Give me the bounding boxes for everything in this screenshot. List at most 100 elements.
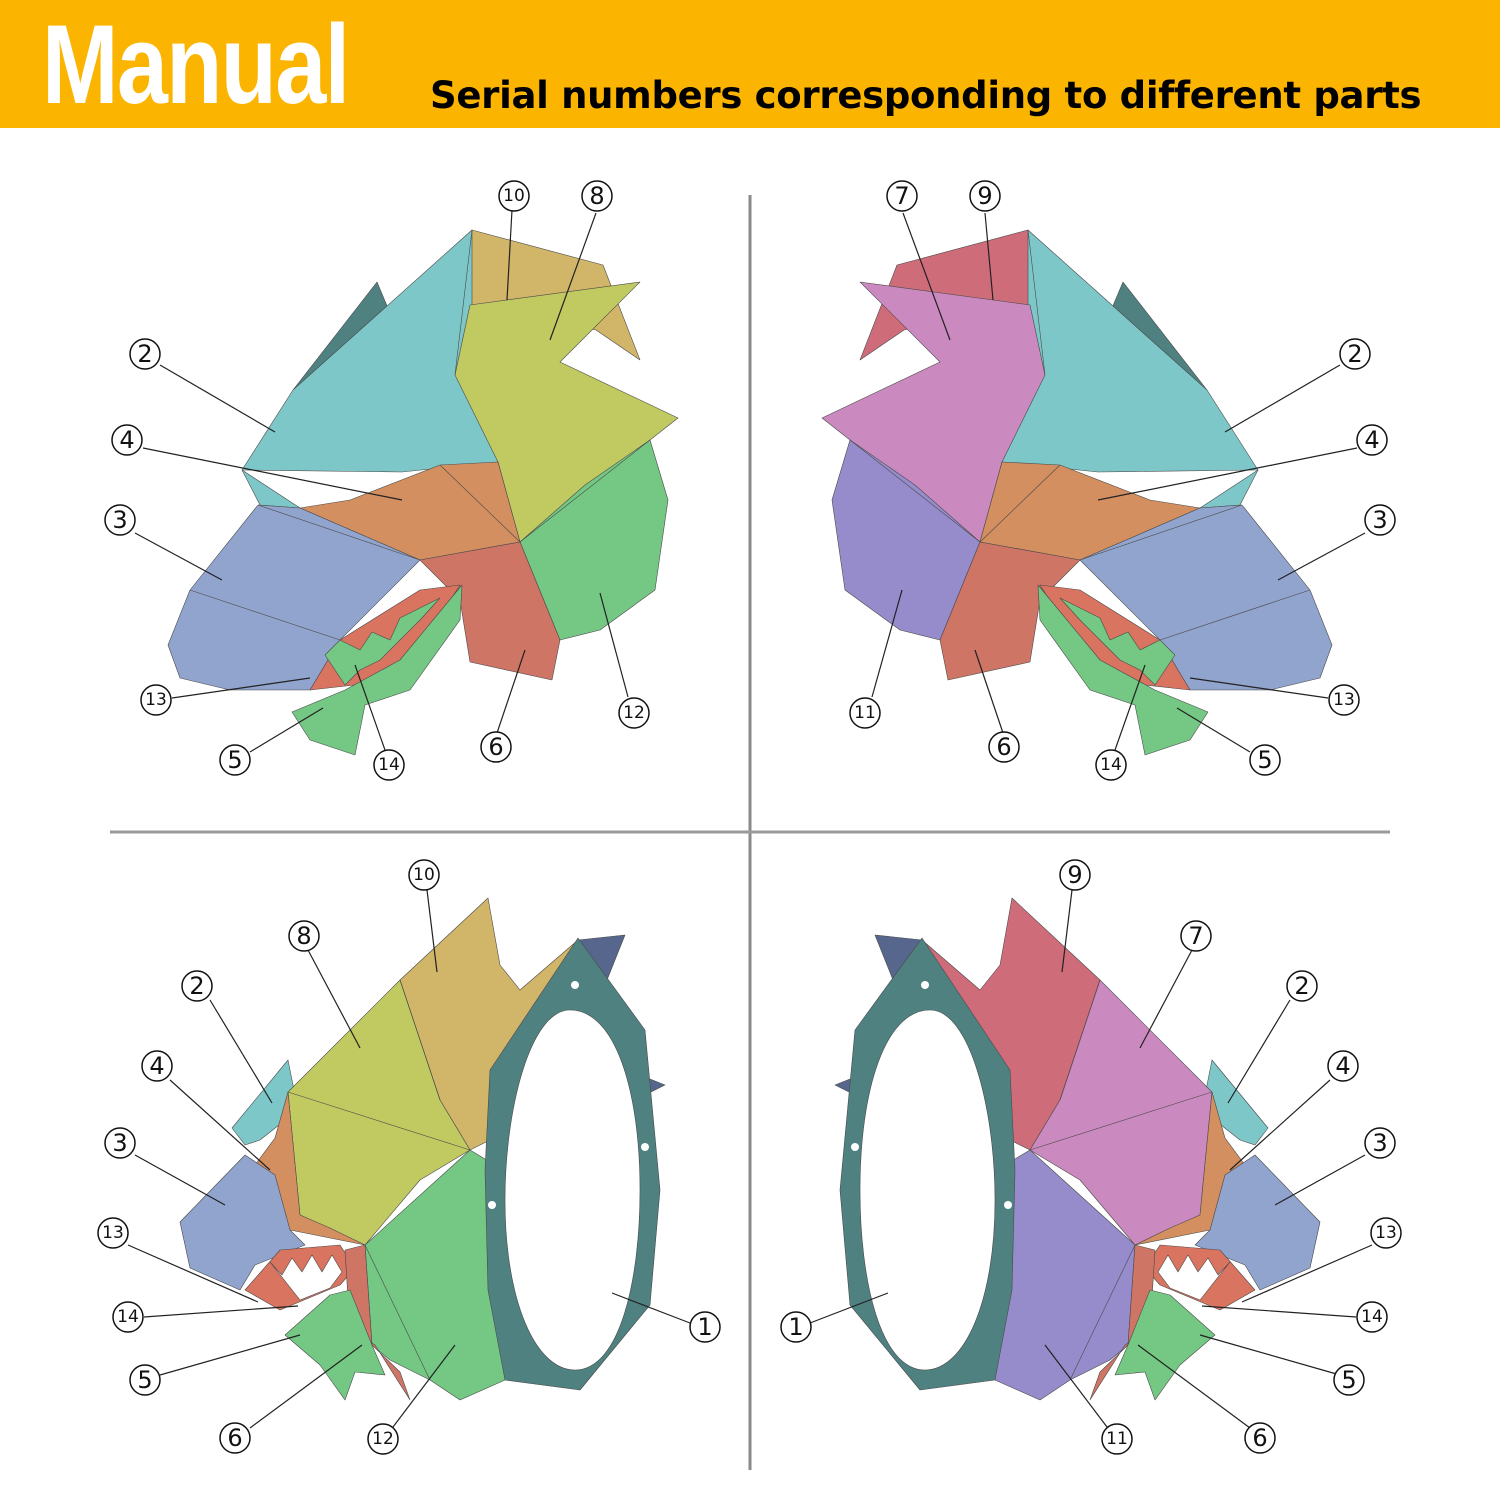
label-2: 2: [181, 970, 213, 1002]
wolf-head-rear-left-view: [179, 897, 666, 1401]
part-2-lower: [241, 469, 301, 509]
label-14: 14: [373, 749, 405, 781]
svg-text:12: 12: [372, 1429, 394, 1449]
label-10: 10: [408, 859, 440, 891]
label-3: 3: [1364, 504, 1396, 536]
svg-text:8: 8: [296, 922, 311, 950]
svg-text:6: 6: [227, 1424, 242, 1452]
svg-text:2: 2: [137, 340, 152, 368]
svg-text:5: 5: [227, 746, 242, 774]
quadrant-dividers: [110, 195, 1390, 1470]
label-9: 9: [1059, 859, 1091, 891]
label-2: 2: [1286, 970, 1318, 1002]
panel-bottom-left: 10 8 2 4 3 13 14 5 6 12 1: [97, 859, 721, 1455]
svg-text:14: 14: [117, 1307, 139, 1327]
svg-text:4: 4: [149, 1052, 164, 1080]
label-7: 7: [1180, 920, 1212, 952]
label-3: 3: [104, 1127, 136, 1159]
callout-labels: 9 7 2 4 3 13 14 5 6 11 1: [780, 859, 1402, 1455]
label-5: 5: [1333, 1364, 1365, 1396]
callout-lines: [134, 209, 629, 753]
part-11: [831, 439, 981, 641]
svg-text:13: 13: [1375, 1223, 1397, 1243]
label-7: 7: [886, 180, 918, 212]
svg-text:6: 6: [996, 733, 1011, 761]
svg-text:1: 1: [697, 1313, 712, 1341]
svg-text:12: 12: [623, 703, 645, 723]
svg-text:6: 6: [1252, 1424, 1267, 1452]
label-14: 14: [1095, 749, 1127, 781]
part-14-teeth: [269, 1254, 343, 1301]
label-6: 6: [480, 731, 512, 763]
label-3: 3: [1364, 1127, 1396, 1159]
svg-text:5: 5: [1341, 1366, 1356, 1394]
label-6: 6: [219, 1422, 251, 1454]
label-6: 6: [1244, 1422, 1276, 1454]
svg-text:1: 1: [788, 1313, 803, 1341]
label-13: 13: [1370, 1217, 1402, 1249]
svg-text:4: 4: [1364, 426, 1379, 454]
label-4: 4: [1327, 1050, 1359, 1082]
part-2-lower: [1199, 469, 1259, 509]
callout-labels: 10 8 2 4 3 13 14 5 6 12 1: [97, 859, 721, 1455]
label-6: 6: [988, 731, 1020, 763]
svg-text:2: 2: [189, 972, 204, 1000]
part-14-teeth: [324, 597, 441, 686]
callout-labels: 10 8 2 4 3 13 5 14 6 12: [104, 180, 650, 781]
label-13: 13: [140, 684, 172, 716]
part-1-ring: [484, 937, 661, 1391]
manual-subtitle: Serial numbers corresponding to differen…: [430, 74, 1422, 117]
label-2: 2: [129, 338, 161, 370]
callout-lines: [871, 212, 1366, 753]
svg-text:10: 10: [413, 865, 435, 885]
svg-text:5: 5: [1257, 746, 1272, 774]
part-2: [1001, 229, 1259, 473]
svg-text:10: 10: [503, 186, 525, 206]
part-12: [519, 439, 669, 641]
svg-text:3: 3: [112, 506, 127, 534]
label-2: 2: [1339, 338, 1371, 370]
label-5: 5: [219, 744, 251, 776]
svg-text:5: 5: [137, 1366, 152, 1394]
label-8: 8: [288, 920, 320, 952]
label-5: 5: [1249, 744, 1281, 776]
panel-top-right: 7 9 2 4 3 11 6 14 5 13: [821, 180, 1396, 781]
svg-text:14: 14: [1100, 755, 1122, 775]
svg-text:4: 4: [119, 426, 134, 454]
manual-title: Manual: [42, 2, 350, 127]
svg-text:13: 13: [102, 1223, 124, 1243]
part-1-ring: [839, 937, 1016, 1391]
wolf-head-left-view: [167, 229, 679, 756]
header-banner: Manual Serial numbers corresponding to d…: [0, 0, 1500, 128]
part-2: [241, 229, 499, 473]
panel-bottom-right: 9 7 2 4 3 13 14 5 6 11 1: [780, 859, 1402, 1455]
wolf-head-rear-right-view: [834, 897, 1321, 1401]
svg-text:13: 13: [1333, 690, 1355, 710]
part-3: [1079, 504, 1333, 691]
label-10: 10: [498, 180, 530, 212]
label-5: 5: [129, 1364, 161, 1396]
svg-text:9: 9: [1067, 861, 1082, 889]
part-5: [1114, 1289, 1216, 1401]
label-14: 14: [1356, 1301, 1388, 1333]
label-4: 4: [1356, 424, 1388, 456]
panel-top-left: 10 8 2 4 3 13 5 14 6 12: [104, 180, 679, 781]
svg-text:4: 4: [1335, 1052, 1350, 1080]
wolf-head-right-view: [821, 229, 1333, 756]
part-14-teeth: [1059, 597, 1176, 686]
part-5: [1037, 584, 1209, 756]
svg-text:11: 11: [854, 703, 876, 723]
svg-text:14: 14: [378, 755, 400, 775]
svg-text:13: 13: [145, 690, 167, 710]
label-14: 14: [112, 1301, 144, 1333]
label-11: 11: [849, 697, 881, 729]
label-9: 9: [969, 180, 1001, 212]
svg-text:14: 14: [1361, 1307, 1383, 1327]
svg-text:6: 6: [488, 733, 503, 761]
svg-text:7: 7: [894, 182, 909, 210]
part-5: [291, 584, 463, 756]
part-14-teeth: [1157, 1254, 1231, 1301]
label-12: 12: [367, 1423, 399, 1455]
svg-text:9: 9: [977, 182, 992, 210]
callout-lines: [809, 889, 1373, 1429]
